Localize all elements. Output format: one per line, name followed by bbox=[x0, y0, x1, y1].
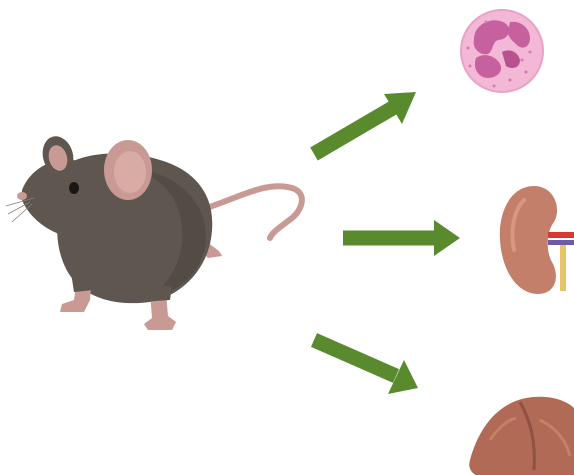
arrow-to-liver bbox=[314, 340, 418, 394]
mouse-icon bbox=[6, 133, 302, 330]
kidney-icon bbox=[500, 186, 574, 294]
arrow-to-cell bbox=[314, 92, 416, 154]
neutrophil-cell-icon bbox=[461, 10, 543, 92]
arrow-to-kidney bbox=[343, 220, 460, 256]
liver-icon bbox=[469, 397, 574, 475]
